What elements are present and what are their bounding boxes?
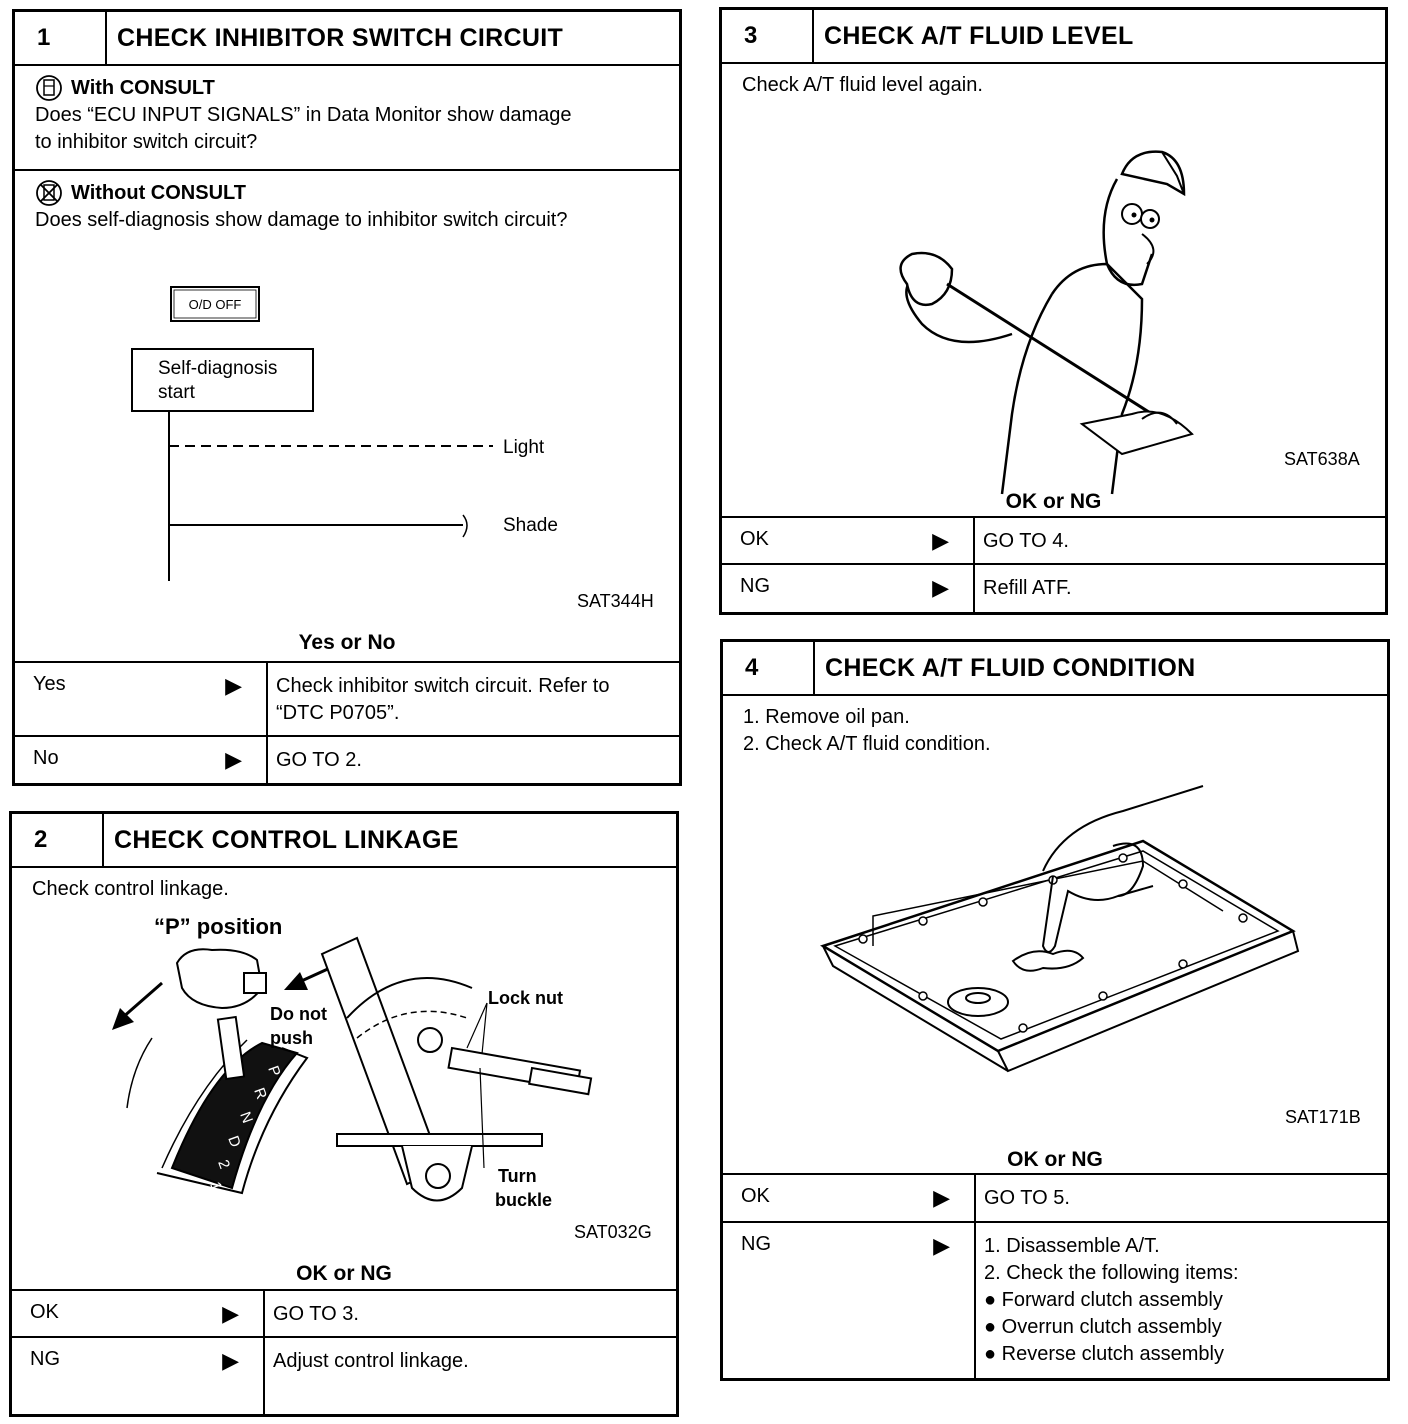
- figure-code: SAT638A: [1284, 449, 1360, 469]
- arrow-icon: ▶: [222, 1348, 239, 1373]
- result-row-ng: NG ▶ 1. Disassemble A/T. 2. Check the fol…: [723, 1221, 1387, 1378]
- turn-buckle-label-2: buckle: [495, 1190, 552, 1210]
- arrow-icon: ▶: [222, 1301, 239, 1326]
- row-label: NG: [30, 1348, 60, 1370]
- ok-or-ng-label: OK or NG: [1007, 1148, 1103, 1171]
- turn-buckle-label-1: Turn: [498, 1166, 537, 1186]
- row-label: OK: [740, 528, 769, 550]
- step-3-header: 3 CHECK A/T FLUID LEVEL: [722, 10, 1385, 64]
- svg-text:1: 1: [206, 1180, 225, 1194]
- od-off-label: O/D OFF: [189, 297, 242, 312]
- fluid-level-section: Check A/T fluid level again. SAT638A OK …: [722, 64, 1385, 516]
- row-result: Adjust control linkage.: [273, 1350, 469, 1372]
- row-label: OK: [30, 1301, 59, 1323]
- row-result: Refill ATF.: [983, 577, 1072, 599]
- row-label: NG: [741, 1233, 771, 1255]
- without-consult-label: Without CONSULT: [71, 181, 246, 204]
- row-label: OK: [741, 1185, 770, 1207]
- result-row-yes: Yes ▶ Check inhibitor switch circuit. Ref…: [15, 661, 679, 735]
- self-diagnosis-diagram: O/D OFF Self-diagnosis start Light Shade: [131, 286, 558, 581]
- consult-icon: [36, 75, 62, 101]
- arrow-icon: ▶: [225, 747, 242, 772]
- result-table: Yes ▶ Check inhibitor switch circuit. Ref…: [15, 661, 679, 783]
- result-row-ng: NG ▶ Refill ATF.: [722, 563, 1385, 612]
- instruction-text: Check A/T fluid level again.: [742, 74, 983, 96]
- self-diag-label-1: Self-diagnosis: [158, 358, 277, 379]
- arrow-icon: ▶: [933, 1185, 950, 1210]
- step-text: 1. Remove oil pan.: [743, 706, 910, 728]
- step-title: CHECK INHIBITOR SWITCH CIRCUIT: [117, 23, 564, 52]
- lock-nut-label: Lock nut: [488, 988, 563, 1008]
- with-consult-section: With CONSULT Does “ECU INPUT SIGNALS” in…: [15, 66, 679, 169]
- yes-or-no-label: Yes or No: [298, 631, 396, 654]
- result-table: OK ▶ GO TO 3. NG ▶ Adjust control linkage.: [12, 1289, 676, 1416]
- step-title: CHECK A/T FLUID CONDITION: [825, 653, 1196, 682]
- arrow-icon: ▶: [225, 673, 242, 698]
- step-title: CHECK CONTROL LINKAGE: [114, 825, 459, 854]
- arrow-icon: ▶: [932, 575, 949, 600]
- result-table: OK ▶ GO TO 4. NG ▶ Refill ATF.: [722, 516, 1385, 612]
- figure-code: SAT344H: [577, 591, 654, 611]
- step-number: 1: [15, 12, 107, 64]
- bullet-item: ● Overrun clutch assembly: [984, 1316, 1222, 1338]
- do-not-push-label-1: Do not: [270, 1004, 327, 1024]
- step-2-header: 2 CHECK CONTROL LINKAGE: [12, 814, 676, 868]
- step-number: 2: [12, 814, 104, 866]
- result-row-ok: OK ▶ GO TO 3.: [12, 1289, 676, 1336]
- step-title: CHECK A/T FLUID LEVEL: [824, 21, 1134, 50]
- row-result: GO TO 3.: [273, 1303, 359, 1325]
- do-not-push-label-2: push: [270, 1028, 313, 1048]
- arrow-icon: ▶: [932, 528, 949, 553]
- step-1-box: 1 CHECK INHIBITOR SWITCH CIRCUIT With CO…: [12, 9, 682, 786]
- step-1-header: 1 CHECK INHIBITOR SWITCH CIRCUIT: [15, 12, 679, 66]
- ok-or-ng-label: OK or NG: [1005, 490, 1102, 513]
- row-result: Check inhibitor switch circuit. Refer to: [276, 675, 610, 697]
- row-label: NG: [740, 575, 770, 597]
- without-consult-text: Does self-diagnosis show damage to inhib…: [35, 209, 568, 231]
- step-3-box: 3 CHECK A/T FLUID LEVEL Check A/T fluid …: [719, 7, 1388, 615]
- row-result: GO TO 2.: [276, 749, 362, 771]
- step-2-box: 2 CHECK CONTROL LINKAGE Check control li…: [9, 811, 679, 1417]
- ok-or-ng-label: OK or NG: [296, 1262, 392, 1285]
- instruction-text: Check control linkage.: [32, 878, 229, 900]
- row-label: Yes: [33, 673, 66, 695]
- linkage-section: Check control linkage. “P” position P R …: [12, 868, 676, 1291]
- with-consult-text-2: to inhibitor switch circuit?: [35, 131, 258, 153]
- result-row-no: No ▶ GO TO 2.: [15, 735, 679, 783]
- step-4-header: 4 CHECK A/T FLUID CONDITION: [723, 642, 1387, 696]
- bullet-item: ● Forward clutch assembly: [984, 1289, 1223, 1311]
- figure-code: SAT032G: [574, 1222, 652, 1242]
- step-text: 2. Check A/T fluid condition.: [743, 733, 991, 755]
- step-number: 4: [723, 642, 815, 694]
- row-result: GO TO 4.: [983, 530, 1069, 552]
- mechanic-figure: [899, 150, 1194, 495]
- with-consult-text: Does “ECU INPUT SIGNALS” in Data Monitor…: [35, 104, 572, 126]
- control-linkage-figure: “P” position P R N D 2 1 Do not pus: [112, 914, 593, 1210]
- arrow-icon: ▶: [933, 1233, 950, 1258]
- row-result: GO TO 5.: [984, 1187, 1070, 1209]
- figure-code: SAT171B: [1285, 1107, 1361, 1127]
- shade-label: Shade: [503, 515, 558, 536]
- bullet-item: ● Reverse clutch assembly: [984, 1343, 1224, 1365]
- light-label: Light: [503, 437, 545, 458]
- result-row-ok: OK ▶ GO TO 4.: [722, 516, 1385, 563]
- no-consult-icon: [36, 180, 62, 206]
- result-table: OK ▶ GO TO 5. NG ▶ 1. Disassemble A/T. 2. …: [723, 1173, 1387, 1378]
- result-row-ok: OK ▶ GO TO 5.: [723, 1173, 1387, 1221]
- row-result: 1. Disassemble A/T.: [984, 1235, 1160, 1257]
- row-result-2: 2. Check the following items:: [984, 1262, 1239, 1284]
- result-row-ng: NG ▶ Adjust control linkage.: [12, 1336, 676, 1416]
- fluid-condition-section: 1. Remove oil pan. 2. Check A/T fluid co…: [723, 696, 1387, 1175]
- step-number: 3: [722, 10, 814, 62]
- step-4-box: 4 CHECK A/T FLUID CONDITION 1. Remove oi…: [720, 639, 1390, 1381]
- self-diag-label-2: start: [158, 382, 196, 403]
- row-result-2: “DTC P0705”.: [276, 702, 400, 724]
- row-label: No: [33, 747, 59, 769]
- without-consult-section: Without CONSULT Does self-diagnosis show…: [15, 169, 679, 663]
- oil-pan-figure: [820, 785, 1300, 1073]
- with-consult-label: With CONSULT: [71, 76, 215, 99]
- p-position-label: “P” position: [154, 914, 282, 939]
